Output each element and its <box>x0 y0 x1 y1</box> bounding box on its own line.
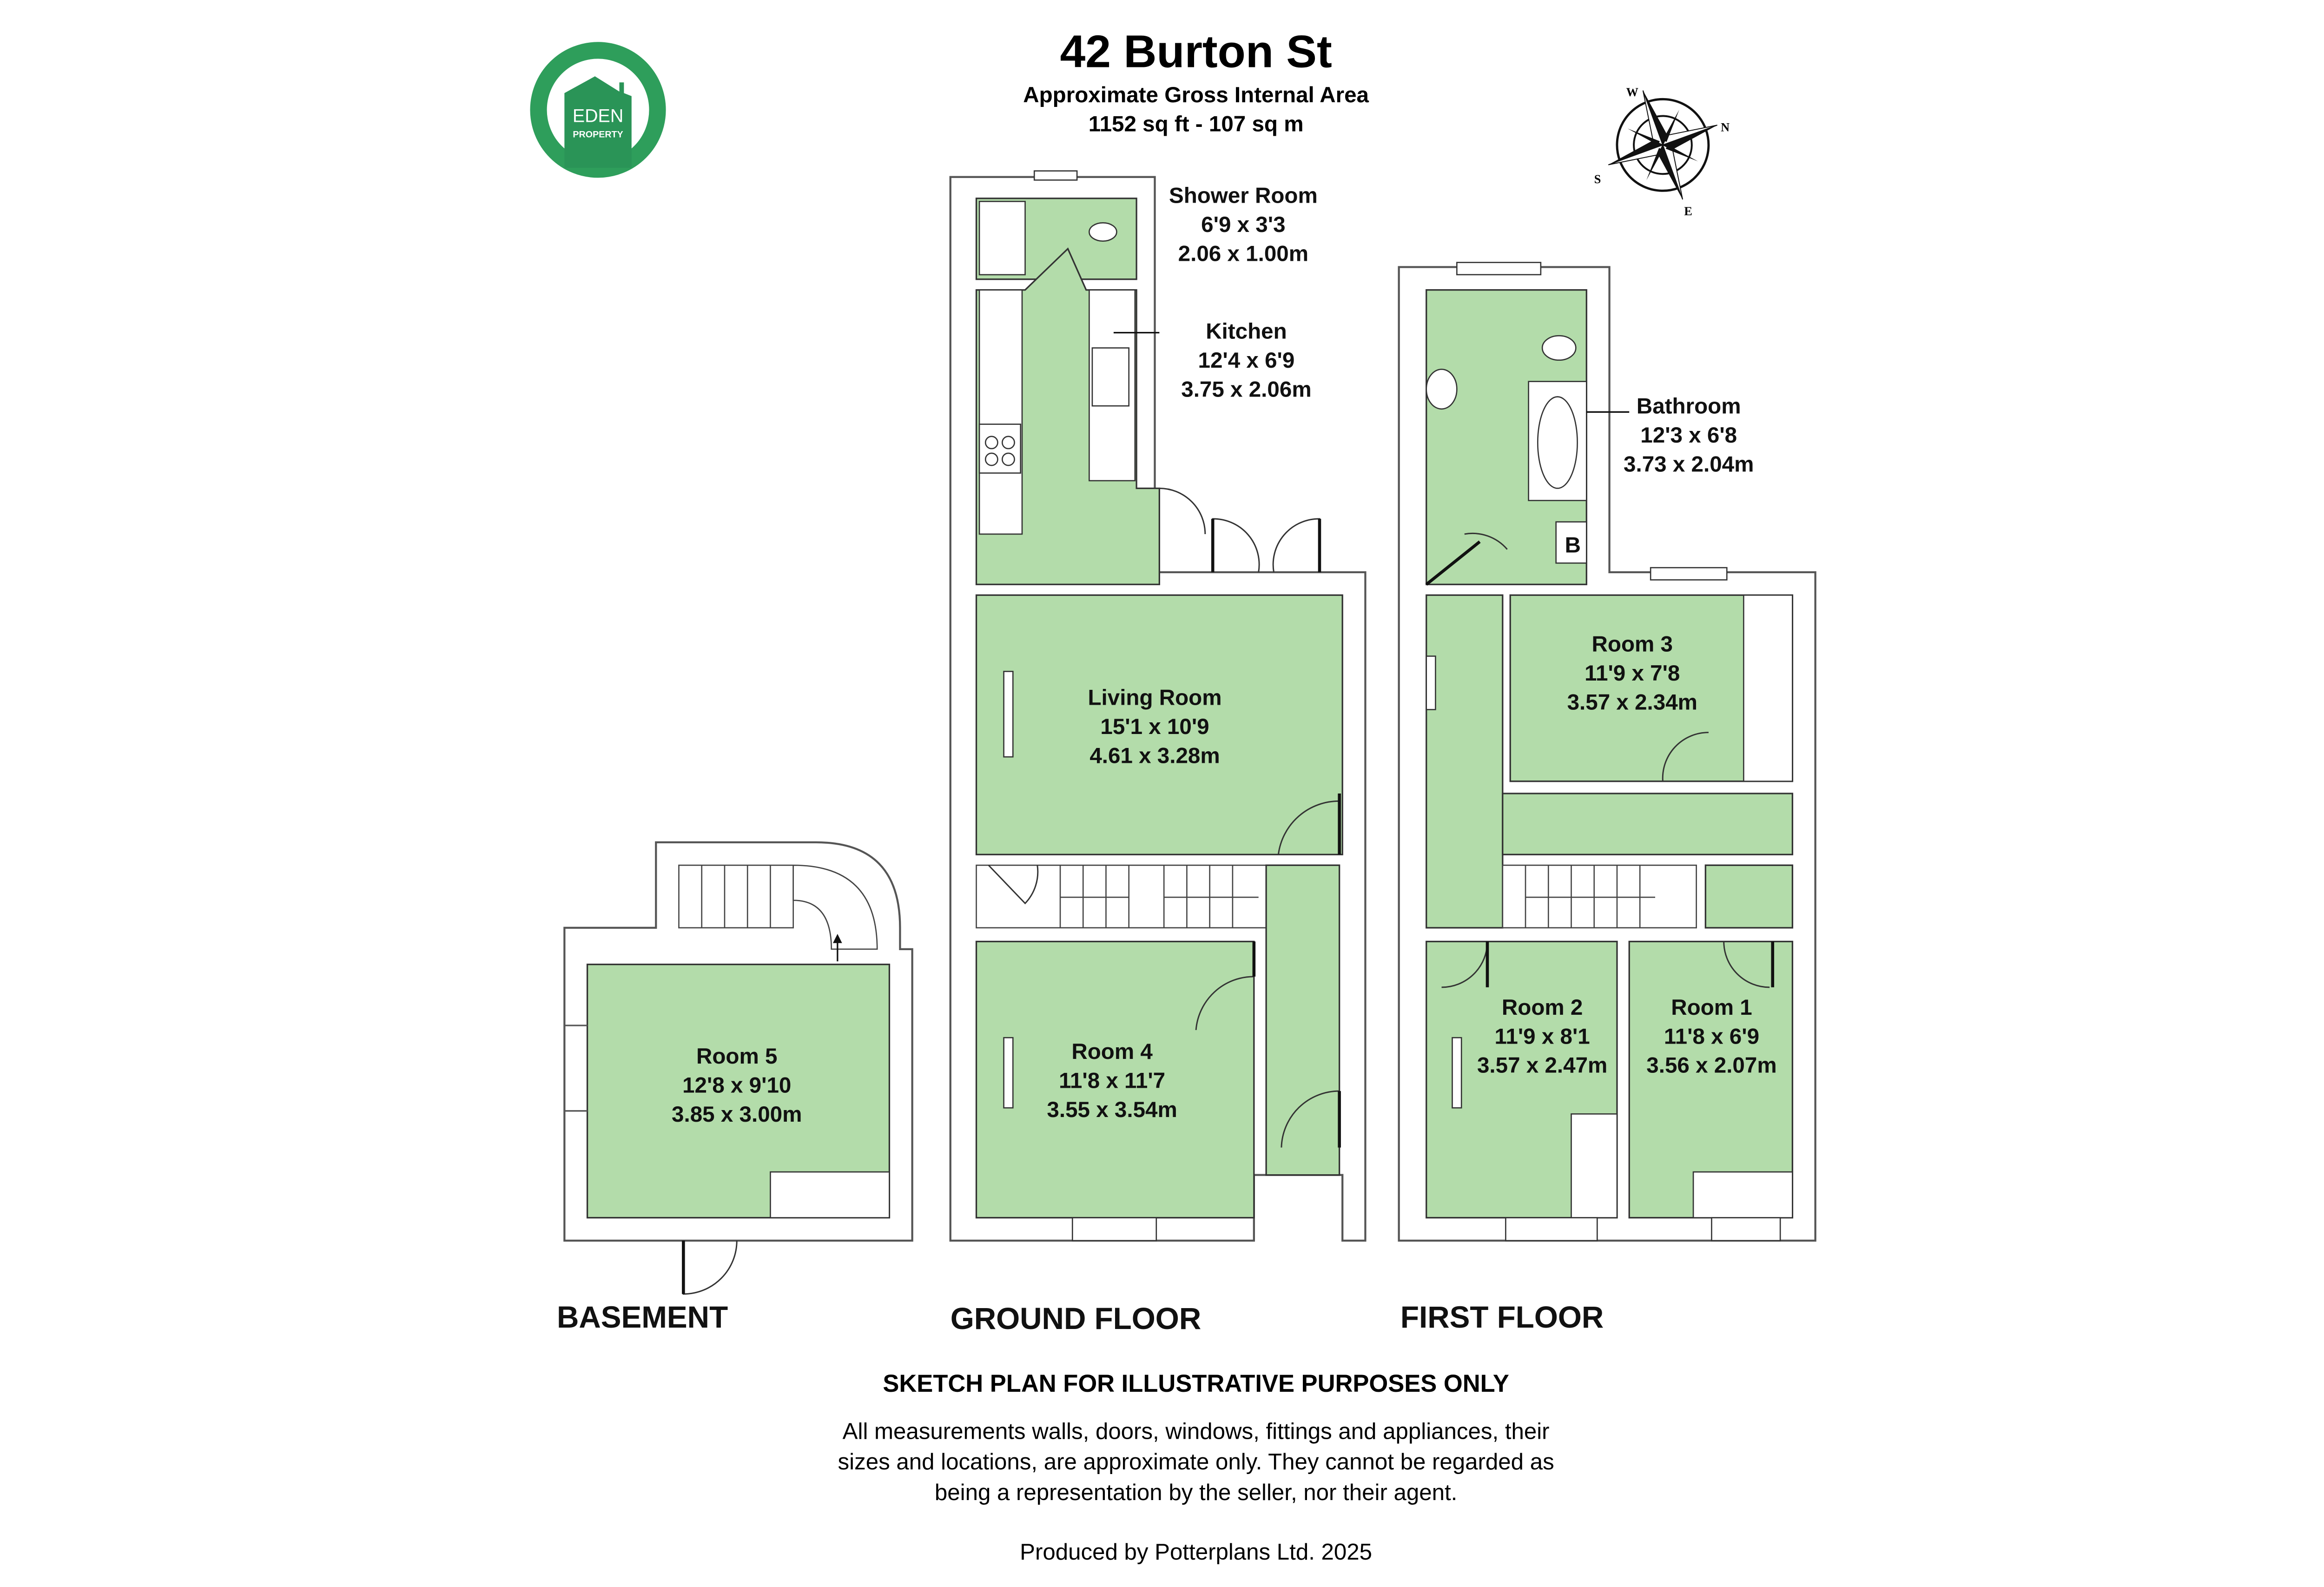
shower-room-imperial: 6'9 x 3'3 <box>1201 212 1285 237</box>
landing-corridor <box>1502 793 1794 855</box>
compass-w: W <box>1626 86 1638 99</box>
compass-s: S <box>1594 172 1601 186</box>
living-room-metric: 4.61 x 3.28m <box>1089 743 1220 768</box>
bathroom-imperial: 12'3 x 6'8 <box>1640 423 1737 448</box>
room3-metric: 3.57 x 2.34m <box>1567 690 1697 714</box>
room2-name: Room 2 <box>1502 995 1583 1020</box>
kitchen-metric: 3.75 x 2.06m <box>1181 377 1311 402</box>
bathroom-name: Bathroom <box>1637 394 1741 419</box>
shower-room-metric: 2.06 x 1.00m <box>1178 241 1308 266</box>
living-room <box>975 594 1343 855</box>
room1-imperial: 11'8 x 6'9 <box>1664 1024 1759 1049</box>
room5-metric: 3.85 x 3.00m <box>672 1102 802 1127</box>
ground-floor-plan <box>949 170 1367 1242</box>
room5-imperial: 12'8 x 9'10 <box>682 1073 791 1098</box>
room1-metric: 3.56 x 2.07m <box>1646 1053 1776 1078</box>
basement-plan <box>563 841 913 1295</box>
living-room-imperial: 15'1 x 10'9 <box>1100 714 1209 739</box>
area-subtitle: Approximate Gross Internal Area <box>1023 83 1369 107</box>
compass-n: N <box>1721 120 1730 134</box>
basement-label: BASEMENT <box>557 1300 728 1334</box>
landing <box>1426 594 1504 929</box>
landing-end <box>1704 864 1794 929</box>
room4-name: Room 4 <box>1071 1039 1153 1064</box>
disclaimer-title: SKETCH PLAN FOR ILLUSTRATIVE PURPOSES ON… <box>883 1370 1509 1397</box>
area-value: 1152 sq ft - 107 sq m <box>1089 112 1304 136</box>
ground-floor-label: GROUND FLOOR <box>951 1302 1202 1336</box>
stairs <box>976 864 1267 929</box>
credit: Produced by Potterplans Ltd. 2025 <box>1020 1539 1372 1565</box>
room2-imperial: 11'9 x 8'1 <box>1495 1024 1590 1049</box>
svg-text:PROPERTY: PROPERTY <box>573 129 623 139</box>
room3-name: Room 3 <box>1592 632 1673 657</box>
room2-metric: 3.57 x 2.47m <box>1477 1053 1607 1078</box>
room3-imperial: 11'9 x 7'8 <box>1585 661 1680 686</box>
room4-metric: 3.55 x 3.54m <box>1047 1098 1177 1122</box>
disclaimer-line-2: sizes and locations, are approximate onl… <box>838 1449 1554 1475</box>
shower-room-name: Shower Room <box>1169 184 1318 208</box>
boiler-label: B <box>1565 533 1581 557</box>
disclaimer-line-1: All measurements walls, doors, windows, … <box>843 1419 1550 1444</box>
hallway <box>1265 864 1340 1176</box>
first-floor-plan <box>1398 262 1816 1242</box>
room1-name: Room 1 <box>1671 995 1752 1020</box>
disclaimer-line-3: being a representation by the seller, no… <box>935 1480 1457 1505</box>
room5-name: Room 5 <box>696 1044 777 1069</box>
kitchen-name: Kitchen <box>1206 319 1287 344</box>
page-title: 42 Burton St <box>1060 26 1332 77</box>
kitchen-imperial: 12'4 x 6'9 <box>1198 348 1295 373</box>
room-4 <box>975 940 1255 1219</box>
bathroom-metric: 3.73 x 2.04m <box>1624 452 1754 476</box>
compass-rose-icon <box>1608 90 1717 200</box>
first-floor-label: FIRST FLOOR <box>1400 1300 1604 1334</box>
compass-e: E <box>1684 205 1692 218</box>
stairs-first <box>1502 864 1697 929</box>
room4-imperial: 11'8 x 11'7 <box>1059 1069 1165 1093</box>
svg-text:EDEN: EDEN <box>573 106 623 126</box>
eden-property-logo: EDEN PROPERTY <box>530 42 666 178</box>
living-room-name: Living Room <box>1088 686 1221 710</box>
